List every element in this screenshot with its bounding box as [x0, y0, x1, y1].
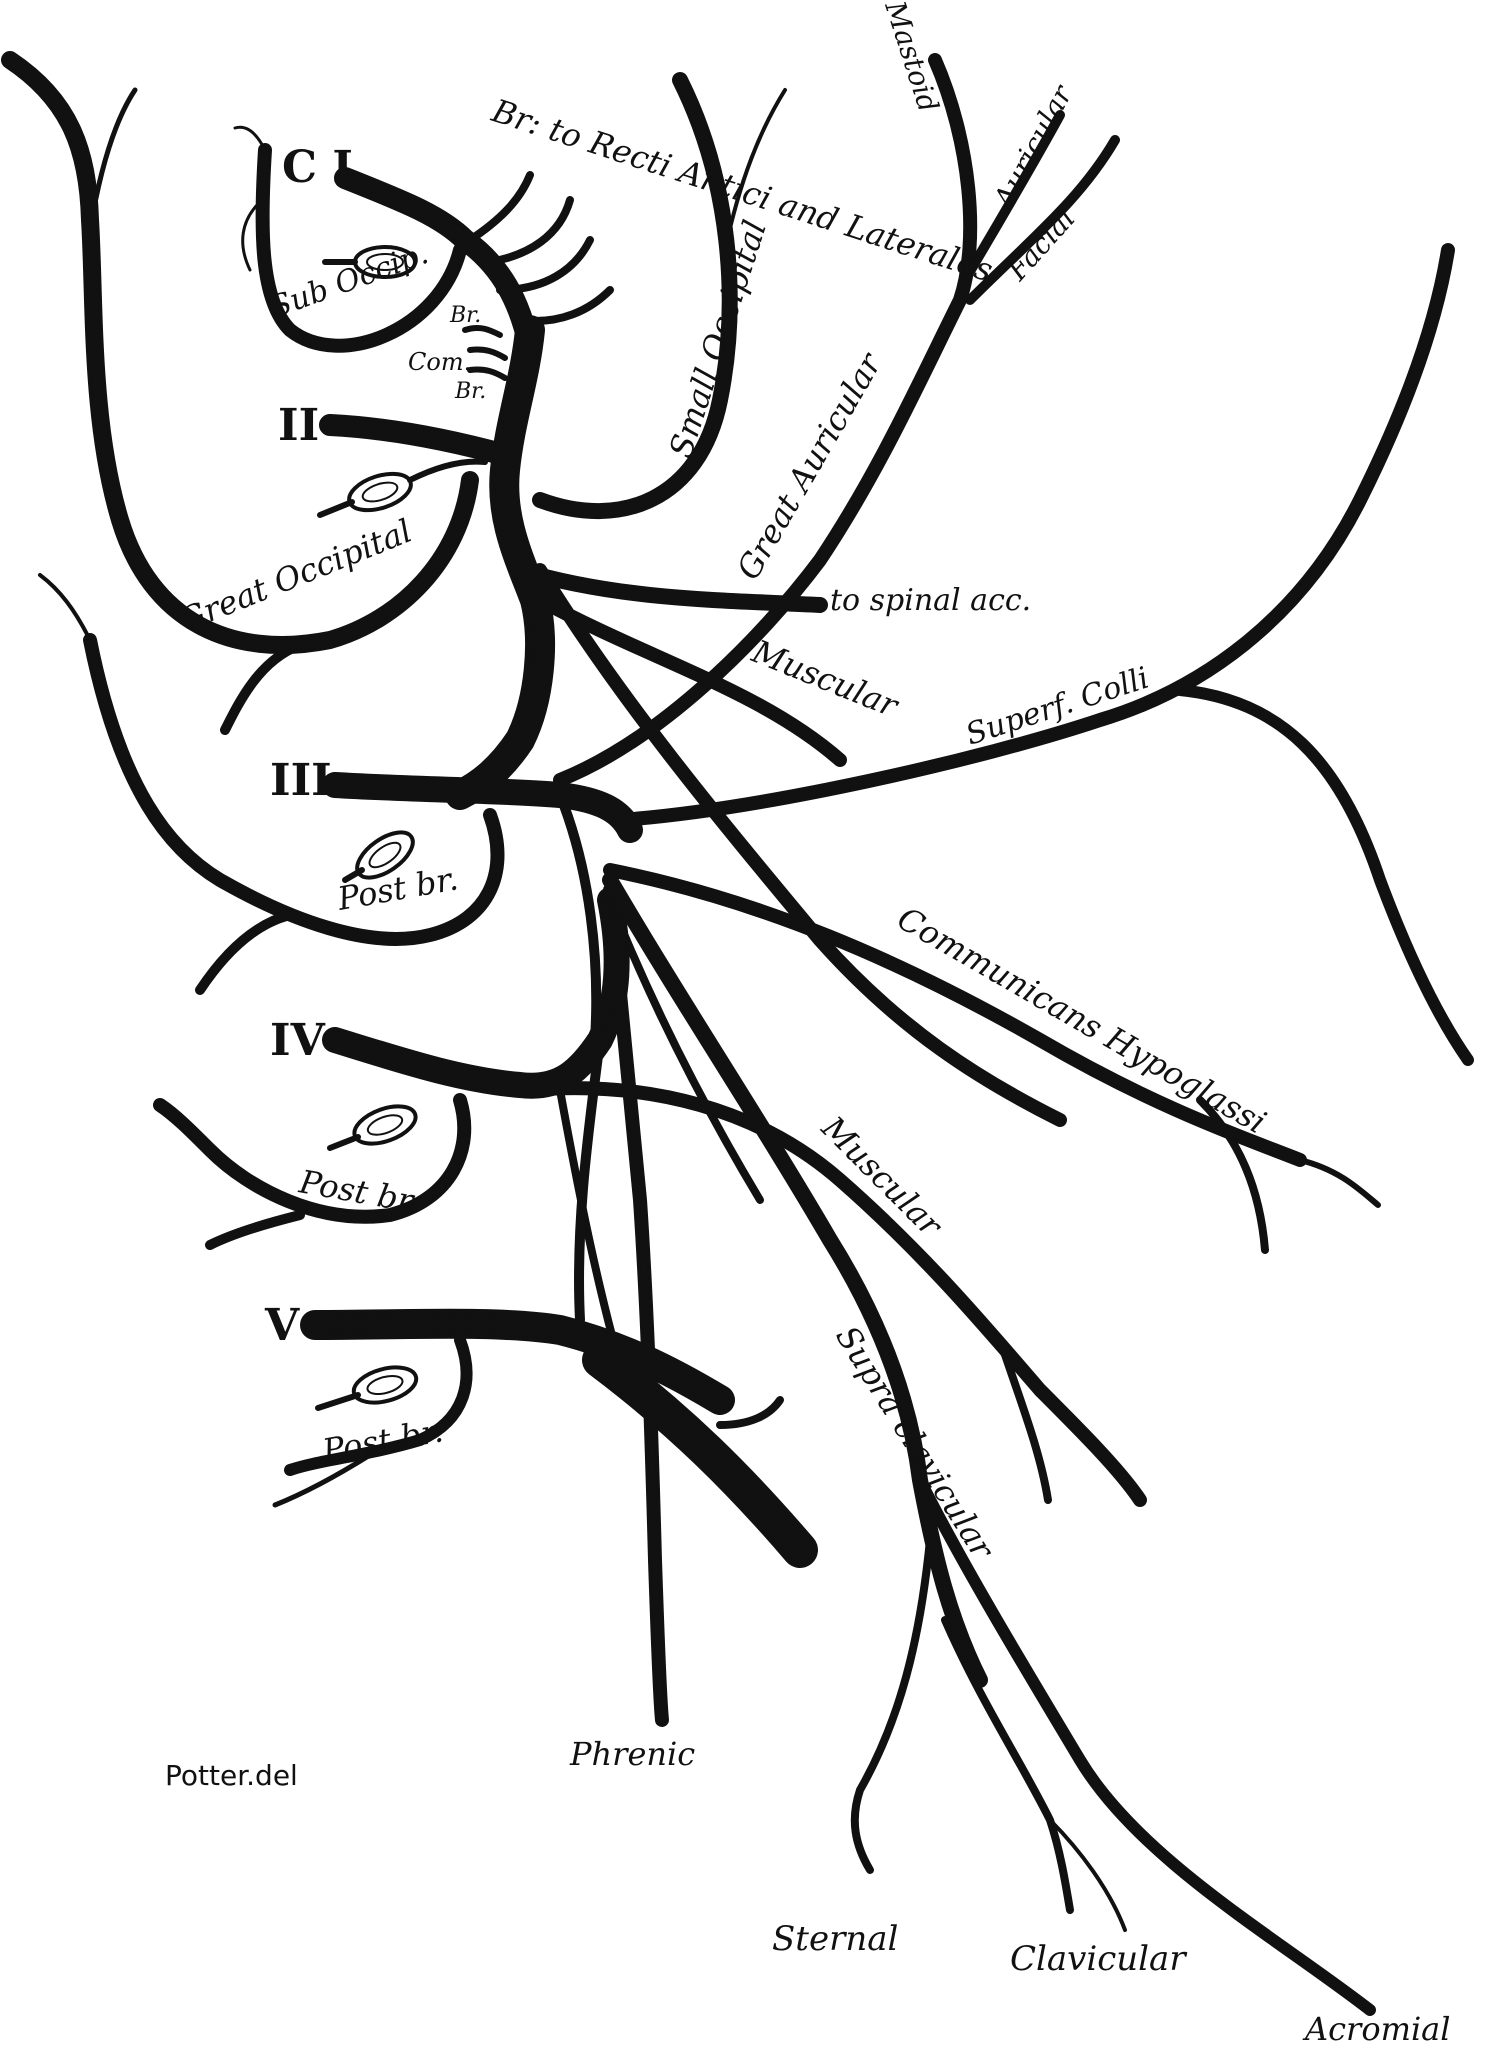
- root-label-c2: II: [278, 400, 319, 451]
- root-label-c5: V: [264, 1300, 300, 1351]
- label-phrenic: Phrenic: [569, 1735, 695, 1773]
- label-br-lower: Br.: [454, 379, 486, 404]
- label-br-upper: Br.: [449, 303, 481, 328]
- root-label-c4: IV: [270, 1015, 326, 1066]
- label-clavicular: Clavicular: [1010, 1939, 1187, 1979]
- label-communicating: Com.: [408, 348, 471, 376]
- artist-credit: Potter.del: [165, 1759, 298, 1792]
- root-label-c3: III: [270, 755, 332, 806]
- label-to-spinal-acc: to spinal acc.: [830, 583, 1031, 618]
- label-acromial: Acromial: [1302, 2010, 1450, 2048]
- label-sternal: Sternal: [772, 1919, 898, 1959]
- root-label-c1: C I: [282, 142, 353, 193]
